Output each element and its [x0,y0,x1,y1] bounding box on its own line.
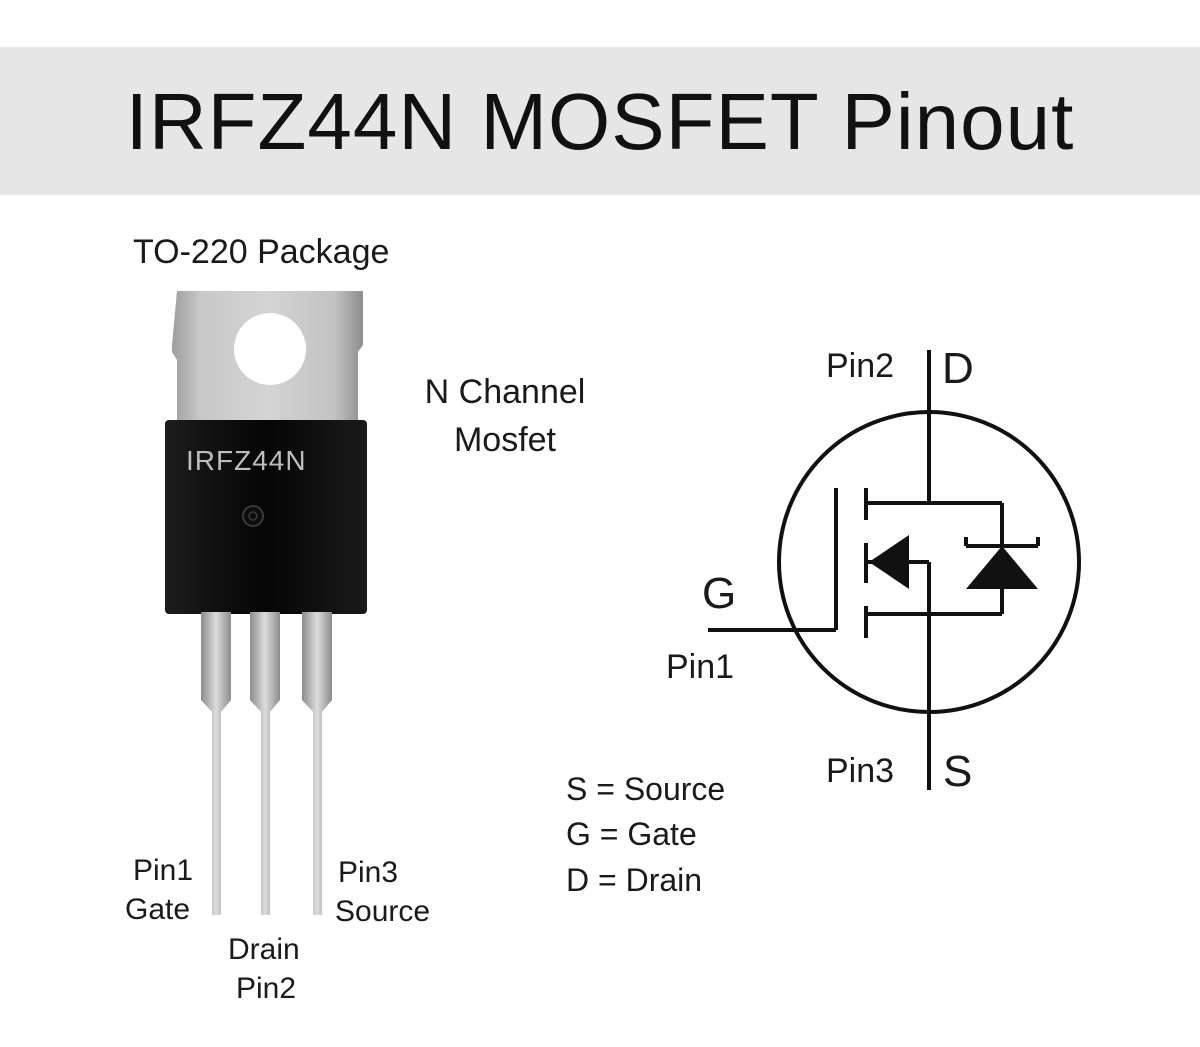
title-banner [0,47,1200,195]
mosfet-symbol [708,350,1081,790]
type-label-line1: N Channel [424,373,586,411]
body-diode-icon [966,546,1038,589]
package-label: TO-220 Package [133,233,390,271]
lead-pin3 [302,612,332,915]
legend-drain: D = Drain [566,862,703,898]
channel-arrow-icon [869,535,909,589]
legend-gate: G = Gate [566,816,697,852]
pin3-number-label: Pin3 [338,856,399,889]
pin2-number-label: Pin2 [236,972,297,1005]
lead-pin1 [201,612,231,915]
lead-pin2 [250,612,280,915]
symbol-pin1-label: Pin1 [666,648,735,686]
source-letter: S [943,747,973,796]
pin1-number-label: Pin1 [133,854,194,887]
package-body [165,420,367,614]
drain-letter: D [942,344,974,393]
logo-mark [242,505,264,527]
symbol-pin3-label: Pin3 [826,752,895,790]
pin3-name-label: Source [335,895,431,928]
symbol-pin2-label: Pin2 [826,347,895,385]
mounting-hole [234,313,306,385]
pin2-name-label: Drain [228,933,300,966]
pin1-name-label: Gate [125,893,191,926]
metal-tab [172,291,363,420]
page-title: IRFZ44N MOSFET Pinout [125,77,1075,166]
gate-letter: G [702,569,737,618]
package-marking: IRFZ44N [186,445,307,476]
type-label-line2: Mosfet [453,421,557,459]
legend-source: S = Source [566,771,726,807]
